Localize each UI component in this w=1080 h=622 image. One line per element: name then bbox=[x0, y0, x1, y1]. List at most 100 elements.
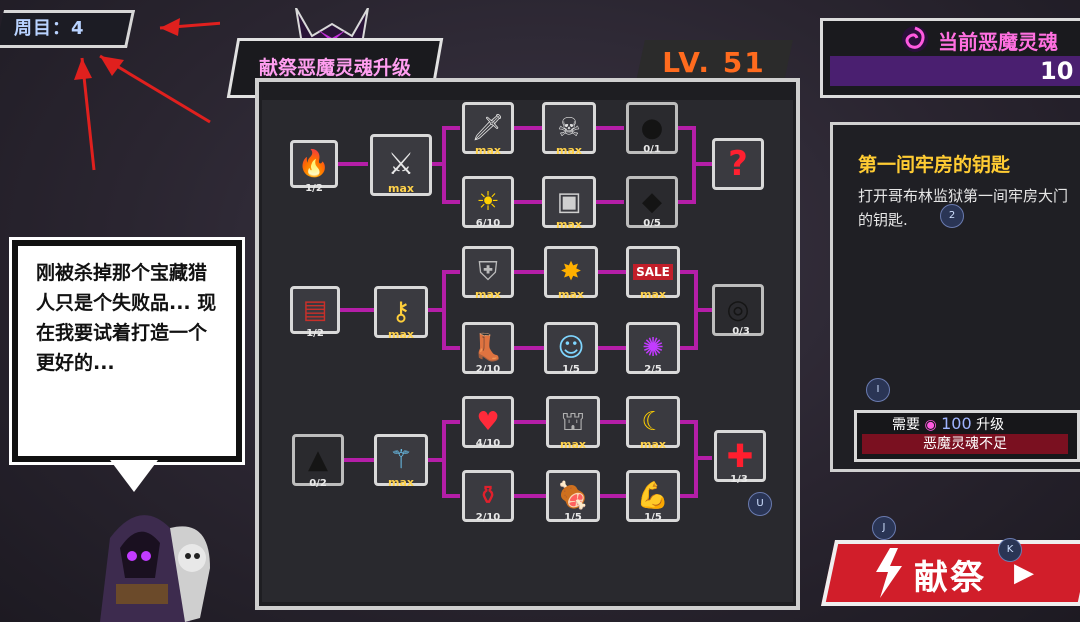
sacrifice-label: 献祭 bbox=[914, 558, 986, 598]
skill-node-scythe[interactable]: ⚔ bbox=[370, 134, 432, 196]
node-max-label: max bbox=[640, 288, 666, 301]
node-max-label: max bbox=[640, 438, 666, 451]
scythe-icon: ⚔ bbox=[387, 147, 415, 182]
skill-node-heart-up[interactable]: ♥ bbox=[462, 396, 514, 448]
node-progress: 1/5 bbox=[644, 512, 662, 523]
item-title: 第一间牢房的钥匙 bbox=[858, 154, 1011, 176]
locked-hat-icon: ▲ bbox=[308, 445, 328, 475]
skill-node-soul[interactable]: ✺ bbox=[626, 322, 680, 374]
skill-node-sale[interactable]: SALE bbox=[626, 246, 680, 298]
currency-value: 10 bbox=[1040, 57, 1074, 85]
marker-2: 2 bbox=[940, 204, 964, 228]
sword-up-icon: 🗡 bbox=[471, 113, 505, 143]
node-progress: 0/3 bbox=[732, 326, 750, 337]
currency-label: 当前恶魔灵魂 bbox=[938, 30, 1058, 54]
skill-node-loot[interactable]: ✸ bbox=[544, 246, 598, 298]
skill-node-shield-up[interactable]: ⛨ bbox=[462, 246, 514, 298]
upgrade-tree-area bbox=[262, 100, 793, 602]
skill-node-locked-disc[interactable]: ◎ bbox=[712, 284, 764, 336]
question-icon: ? bbox=[728, 144, 748, 184]
tombstone-icon: ⛫ bbox=[561, 407, 585, 437]
marker-j: J bbox=[872, 516, 896, 540]
skill-node-muscle[interactable]: 💪 bbox=[626, 470, 680, 522]
skill-node-tombstone[interactable]: ⛫ bbox=[546, 396, 600, 448]
sale-icon: SALE bbox=[633, 264, 673, 280]
loot-icon: ✸ bbox=[560, 257, 582, 287]
cost-value: 100 bbox=[941, 414, 972, 433]
shield-up-icon: ⛨ bbox=[478, 257, 498, 287]
node-progress: 1/2 bbox=[306, 328, 324, 339]
red-cross-icon: ✚ bbox=[726, 437, 754, 475]
skill-node-brazier[interactable]: 🔥 bbox=[290, 140, 338, 188]
node-max-label: max bbox=[475, 144, 501, 157]
node-progress: 0/5 bbox=[643, 218, 661, 229]
node-max-label: max bbox=[388, 182, 414, 195]
node-max-label: max bbox=[388, 328, 414, 341]
skill-node-ghost[interactable]: ☺ bbox=[544, 322, 598, 374]
item-description: 打开哥布林监狱第一间牢房大门的钥匙. bbox=[858, 187, 1069, 229]
treasure-chest-icon: ▤ bbox=[302, 295, 328, 325]
locked-bomb-icon: ● bbox=[640, 113, 664, 143]
node-max-label: max bbox=[556, 218, 582, 231]
soul-icon: ✺ bbox=[642, 333, 664, 363]
node-max-label: max bbox=[558, 288, 584, 301]
skill-node-key[interactable]: ⚷ bbox=[374, 286, 428, 338]
winged-boot-icon: 👢 bbox=[471, 333, 505, 363]
speech-tail bbox=[110, 460, 158, 492]
skill-node-sword-up[interactable]: 🗡 bbox=[462, 102, 514, 154]
skeleton-icon: ☠ bbox=[557, 113, 581, 143]
ghost-icon: ☺ bbox=[557, 333, 585, 363]
skill-node-sun-up[interactable]: ☀ bbox=[462, 176, 514, 228]
node-progress: 2/10 bbox=[475, 364, 501, 375]
key-icon: ⚷ bbox=[391, 297, 411, 327]
node-progress: 2/10 bbox=[475, 512, 501, 523]
node-progress: 1/5 bbox=[562, 364, 580, 375]
skill-node-locked-wing[interactable]: ◆ bbox=[626, 176, 678, 228]
skill-node-treasure-chest[interactable]: ▤ bbox=[290, 286, 340, 334]
locked-wing-icon: ◆ bbox=[642, 187, 662, 217]
node-progress: 1/5 bbox=[564, 512, 582, 523]
skill-node-wand[interactable]: ⚚ bbox=[374, 434, 428, 486]
heart-up-icon: ♥ bbox=[476, 407, 500, 437]
insufficient-souls-warning: 恶魔灵魂不足 bbox=[862, 434, 1068, 454]
node-max-label: max bbox=[475, 288, 501, 301]
annotation-arrows-icon bbox=[74, 18, 220, 171]
speech-text: 刚被杀掉那个宝藏猎人只是个失败品... 现在我要试着打造一个更好的... bbox=[36, 262, 217, 374]
node-progress: 0/1 bbox=[643, 144, 661, 155]
banana-icon: ☾ bbox=[641, 407, 665, 437]
speech-bubble: 刚被杀掉那个宝藏猎人只是个失败品... 现在我要试着打造一个更好的... bbox=[12, 240, 242, 462]
armor-icon: ▣ bbox=[556, 187, 582, 217]
node-max-label: max bbox=[560, 438, 586, 451]
meat-icon: 🍖 bbox=[556, 481, 590, 511]
skill-node-potion[interactable]: ⚱ bbox=[462, 470, 514, 522]
muscle-icon: 💪 bbox=[636, 481, 670, 511]
skill-node-locked-hat[interactable]: ▲ bbox=[292, 434, 344, 486]
skill-node-mystery[interactable]: ? bbox=[712, 138, 764, 190]
play-arrow-icon: ▶ bbox=[1014, 558, 1034, 588]
sacrifice-bolt-icon bbox=[876, 548, 902, 598]
node-progress: 0/2 bbox=[309, 478, 327, 489]
skill-node-winged-boot[interactable]: 👢 bbox=[462, 322, 514, 374]
demon-soul-icon bbox=[902, 26, 928, 52]
skill-node-red-cross[interactable]: ✚ bbox=[714, 430, 766, 482]
upgrade-cost-line: 需要 ◉ 100 升级 bbox=[892, 414, 1004, 434]
cost-suffix: 升级 bbox=[976, 417, 1005, 433]
marker-k: K bbox=[998, 538, 1022, 562]
cost-prefix: 需要 bbox=[892, 417, 920, 433]
locked-disc-icon: ◎ bbox=[726, 295, 750, 325]
skill-node-meat[interactable]: 🍖 bbox=[546, 470, 600, 522]
wand-icon: ⚚ bbox=[389, 445, 413, 475]
skill-node-locked-bomb[interactable]: ● bbox=[626, 102, 678, 154]
reaper-character-icon bbox=[100, 515, 210, 622]
skill-node-armor[interactable]: ▣ bbox=[542, 176, 596, 228]
marker-u: U bbox=[748, 492, 772, 516]
soul-small-icon: ◉ bbox=[924, 417, 937, 433]
brazier-icon: 🔥 bbox=[297, 149, 331, 179]
node-progress: 1/2 bbox=[305, 183, 323, 194]
sun-up-icon: ☀ bbox=[476, 187, 500, 217]
skill-node-skeleton[interactable]: ☠ bbox=[542, 102, 596, 154]
skill-node-banana[interactable]: ☾ bbox=[626, 396, 680, 448]
potion-icon: ⚱ bbox=[477, 481, 499, 511]
marker-i: I bbox=[866, 378, 890, 402]
node-max-label: max bbox=[388, 476, 414, 489]
